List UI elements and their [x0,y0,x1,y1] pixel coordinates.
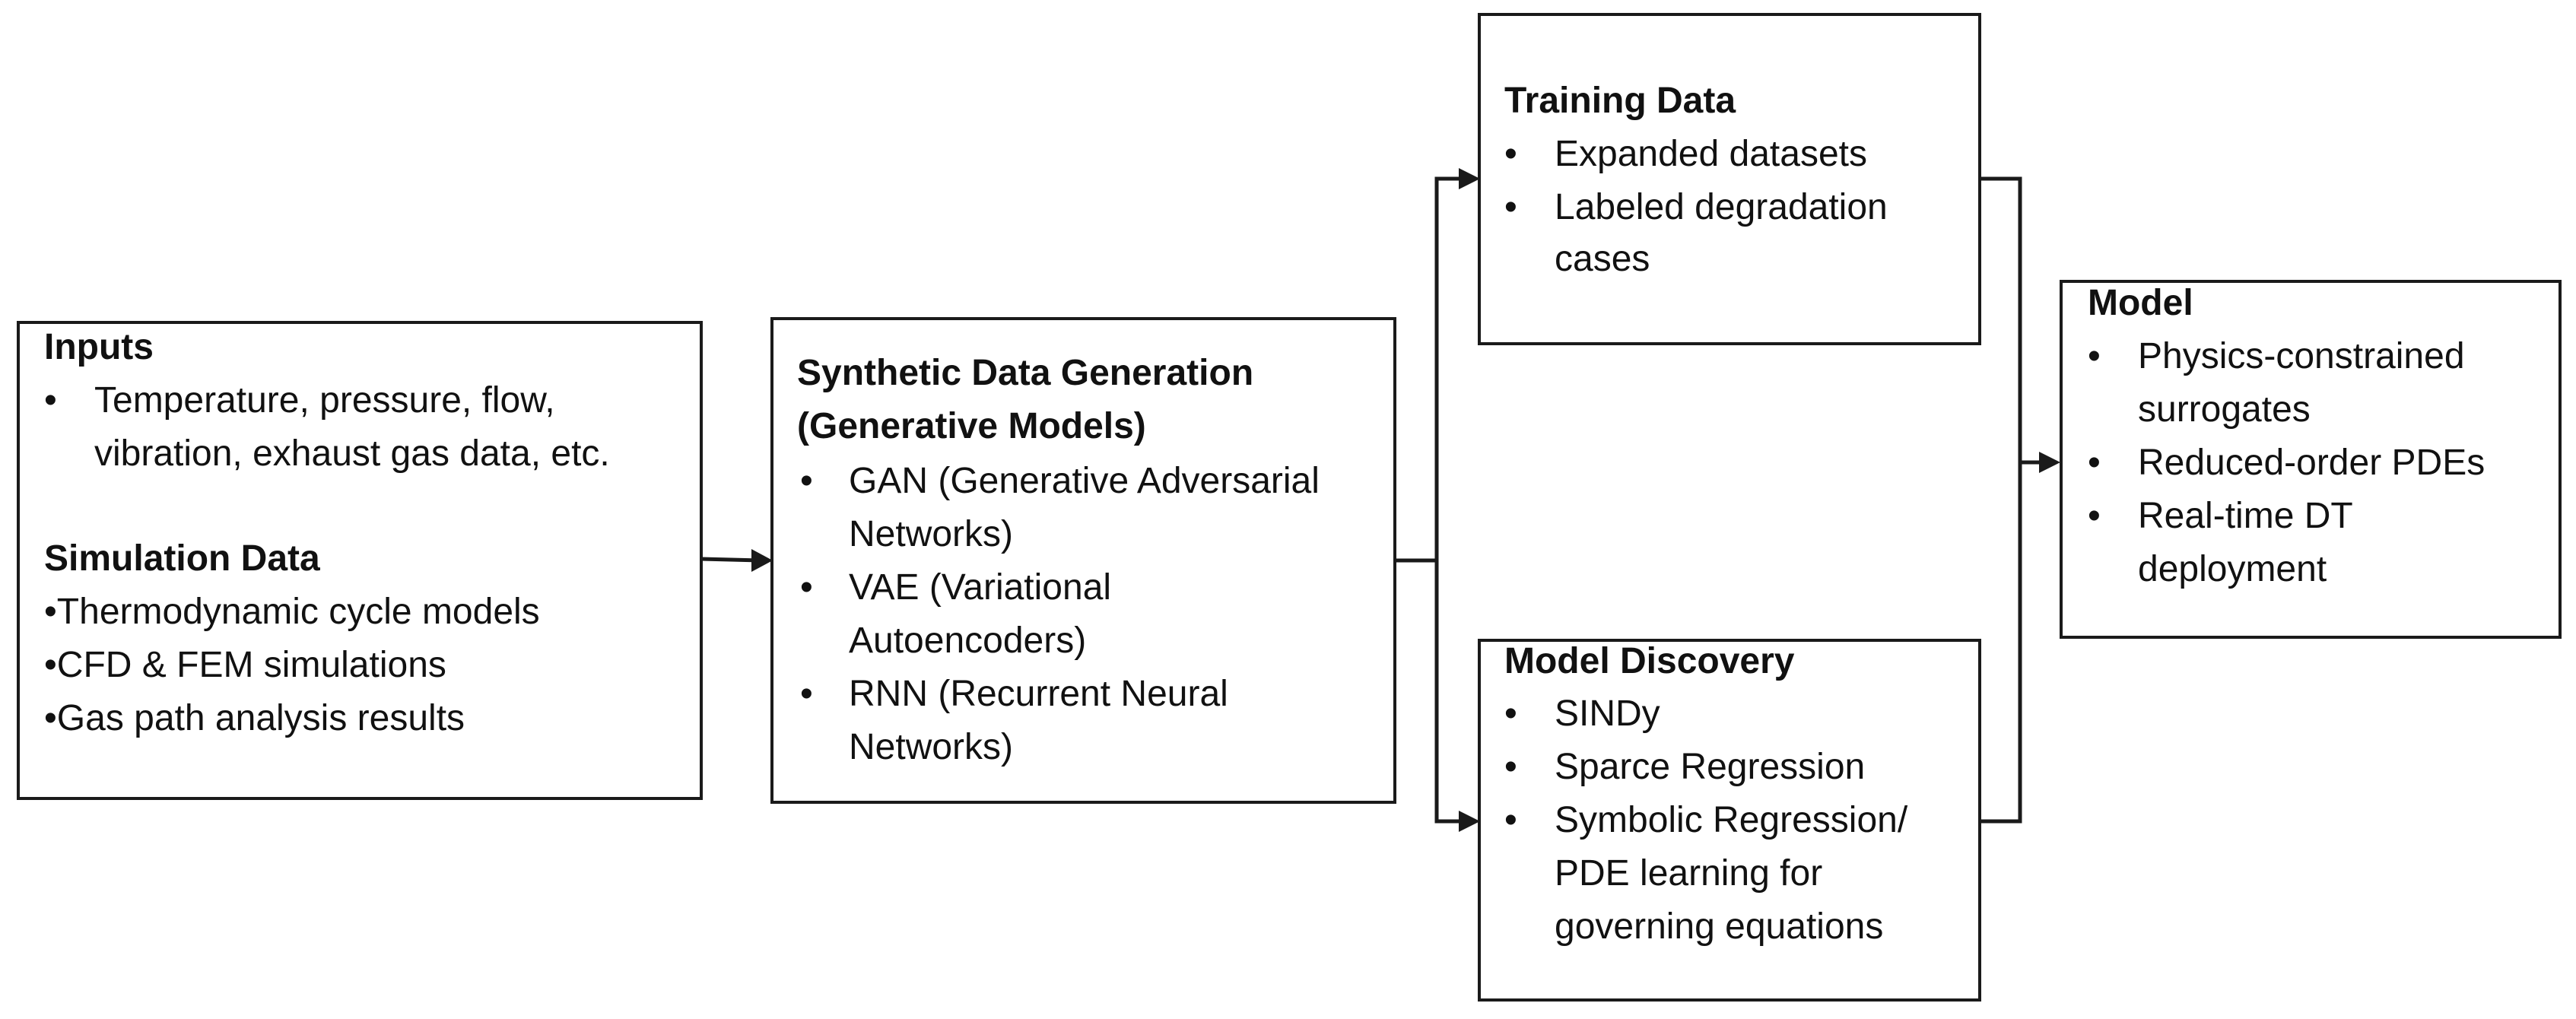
model-box [2060,280,2562,639]
bullet: • [1504,134,1517,174]
model-item: deployment [2138,549,2327,589]
arrow-inputs-to-synthetic [700,557,761,563]
simulation-item: •Thermodynamic cycle models [44,592,540,632]
discovery-heading: Model Discovery [1504,641,1795,681]
bullet: • [800,674,813,714]
bullet: • [2088,496,2101,536]
bullet: • [1504,747,1517,787]
simulation-heading: Simulation Data [44,538,320,579]
model-item: Reduced-order PDEs [2138,443,2485,483]
synthetic-heading-line-1: Synthetic Data Generation [797,353,1254,393]
synthetic-item-vae: Autoencoders) [849,621,1087,661]
training-data-box [1478,13,1981,345]
training-item: cases [1555,239,1650,279]
inputs-heading: Inputs [44,327,154,367]
inputs-item-line-1: Temperature, pressure, flow, [94,380,555,421]
inputs-item-line-2: vibration, exhaust gas data, etc. [94,433,610,474]
synthetic-item-vae: VAE (Variational [849,567,1112,608]
arrow-synthetic-to-discovery [1434,560,1464,824]
synthetic-item-rnn: RNN (Recurrent Neural [849,674,1228,714]
bullet: • [800,461,813,501]
synthetic-data-box [770,317,1396,804]
discovery-item: SINDy [1555,694,1660,734]
simulation-item: •CFD & FEM simulations [44,645,446,685]
discovery-item: PDE learning for [1555,853,1823,894]
bullet: • [1504,800,1517,840]
simulation-item: •Gas path analysis results [44,698,465,738]
synthetic-item-gan: Networks) [849,514,1014,554]
synthetic-heading-line-2: (Generative Models) [797,406,1146,446]
arrow-synthetic-split [1395,176,1464,563]
bullet: • [1504,694,1517,734]
bullet: • [800,567,813,608]
discovery-item: governing equations [1555,906,1884,947]
bullet: • [2088,336,2101,376]
synthetic-item-gan: GAN (Generative Adversarial [849,461,1320,501]
bullet: • [2088,443,2101,483]
discovery-item: Symbolic Regression/ [1555,800,1908,840]
training-heading: Training Data [1504,81,1736,121]
model-item: Physics-constrained [2138,336,2465,376]
model-item: Real-time DT [2138,496,2353,536]
model-heading: Model [2088,283,2193,323]
arrow-training-merge [1980,176,2022,824]
synthetic-item-rnn: Networks) [849,727,1014,767]
training-item: Labeled degradation [1555,187,1888,227]
discovery-item: Sparce Regression [1555,747,1866,787]
model-discovery-box [1478,639,1981,1002]
model-item: surrogates [2138,389,2311,430]
inputs-box [17,321,703,800]
bullet: • [44,380,57,421]
bullet: • [1504,187,1517,227]
training-item: Expanded datasets [1555,134,1867,174]
